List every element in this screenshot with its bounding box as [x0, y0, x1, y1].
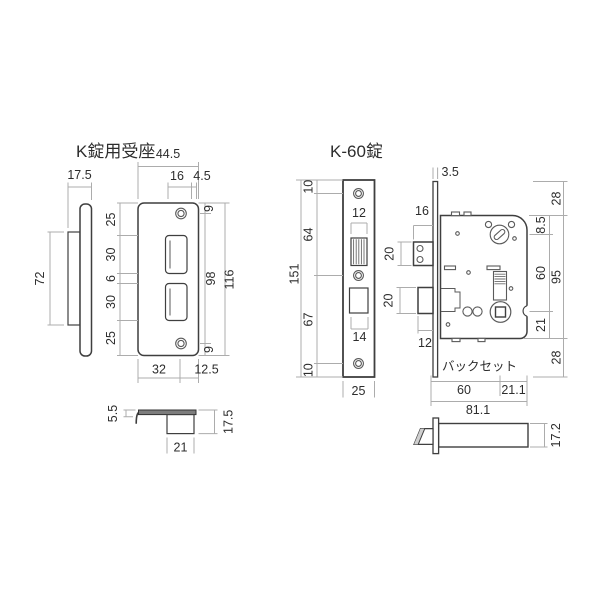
- strike-plate-title: K錠用受座: [76, 142, 155, 161]
- lock-case-side-view: 3.5 16: [382, 165, 529, 378]
- dim-strike-opening-width: 16: [170, 169, 184, 183]
- dim-strike-hole-bottom-offset: 9: [202, 346, 216, 353]
- dim-strike-edge-offset: 4.5: [193, 169, 210, 183]
- dim-lock-latch-width: 12: [352, 206, 366, 220]
- spindle-square-hole: [494, 306, 507, 318]
- dim-lock-bottom-margin: 28: [550, 351, 564, 365]
- dead-bolt-side: [417, 286, 434, 315]
- latch-case-top: [437, 422, 529, 448]
- strike-plate-top-dims: 44.5 16 4.5: [137, 147, 211, 199]
- faceplate-edge: [432, 180, 439, 378]
- dim-lock-bolt-throw: 12: [418, 336, 432, 350]
- edge-notch: [522, 305, 528, 317]
- lock-faceplate-left-dims: 10 64 67 10 151: [288, 179, 343, 378]
- dim-strike-boss-height: 72: [33, 272, 47, 286]
- strike-plate-side-view: 17.5 72: [33, 168, 93, 357]
- keyway-slot: [493, 228, 506, 241]
- dim-strike-width-to-holes: 32: [152, 363, 166, 377]
- dim-lock-latch-height: 20: [383, 247, 397, 261]
- dim-lock-cylinder-offset: 8.5: [534, 216, 548, 233]
- lock-case-right-dims: 28 8.5 60 21 95 28: [523, 181, 568, 378]
- dim-strike-seg-upper: 30: [104, 248, 118, 262]
- dim-strike-side-depth: 17.5: [67, 168, 91, 182]
- dim-backset-main: 60: [457, 383, 471, 397]
- lock-case-body: [439, 214, 528, 340]
- dim-lock-overall-height: 151: [288, 264, 302, 285]
- lock-title: K-60錠: [330, 142, 383, 161]
- dim-strike-hole-top-offset: 9: [202, 205, 216, 212]
- dim-lock-bottom-offset: 21: [534, 318, 548, 332]
- strike-plate-right-dims: 9 98 9 116: [198, 202, 237, 356]
- spring-mechanism: [492, 270, 508, 301]
- dim-strike-seg-gap: 6: [104, 275, 118, 282]
- dim-lock-latch-throw: 16: [415, 204, 429, 218]
- dim-lock-top-margin: 28: [550, 192, 564, 206]
- dim-backset-rest: 21.1: [501, 383, 525, 397]
- bolt-guide: [441, 288, 461, 312]
- dim-lock-top-offset: 10: [302, 180, 316, 194]
- dim-lock-upper-span: 64: [302, 228, 316, 242]
- backset-dims: バックセット 60 21.1 81.1: [430, 360, 528, 417]
- backset-label: バックセット: [442, 360, 517, 374]
- bolt-opening: [164, 282, 188, 322]
- dim-lock-plate-width: 25: [352, 384, 366, 398]
- strike-plate-bottom-dims: 32 12.5: [137, 359, 219, 383]
- dim-lock-bolt-height: 20: [382, 294, 396, 308]
- dim-strike-box-width: 21: [174, 441, 188, 455]
- dim-strike-overall-width: 44.5: [156, 147, 180, 161]
- dim-strike-seg-bottom: 25: [104, 331, 118, 345]
- dim-strike-width-rest: 12.5: [194, 363, 218, 377]
- dim-lock-bolt-width: 14: [353, 330, 367, 344]
- dim-lock-bottom-offset: 10: [302, 363, 316, 377]
- strike-plate-left-dims: 25 30 6 30 25: [104, 202, 138, 356]
- dim-latch-view-height: 17.2: [549, 423, 563, 447]
- dust-box: [166, 414, 195, 435]
- dim-strike-overall-height: 116: [223, 269, 237, 289]
- dim-backset-total: 81.1: [466, 403, 490, 417]
- strike-plate-front-view: [137, 202, 200, 357]
- dim-strike-seg-top: 25: [104, 213, 118, 227]
- latch-opening: [164, 234, 188, 275]
- dim-lock-center-distance: 60: [534, 266, 548, 280]
- faceplate-top-view: [432, 417, 440, 455]
- dim-strike-lip-height: 5.5: [106, 405, 120, 422]
- dim-lock-lower-span: 67: [302, 313, 316, 327]
- lock-faceplate-front-view: 12 14 25: [342, 179, 376, 398]
- plate-section: [138, 409, 197, 416]
- dead-bolt-front: [348, 287, 369, 314]
- dim-strike-hole-span: 98: [204, 272, 218, 286]
- dim-lock-plate-thickness: 3.5: [442, 165, 459, 179]
- dim-lock-case-height: 95: [550, 270, 564, 284]
- dim-strike-total-depth: 17.5: [222, 410, 236, 434]
- dim-strike-seg-lower: 30: [104, 295, 118, 309]
- latch-top-view: 17.2: [413, 417, 563, 455]
- strike-plate-top-view: 5.5 17.5 21: [106, 405, 236, 455]
- latch-bolt-side: [412, 241, 434, 267]
